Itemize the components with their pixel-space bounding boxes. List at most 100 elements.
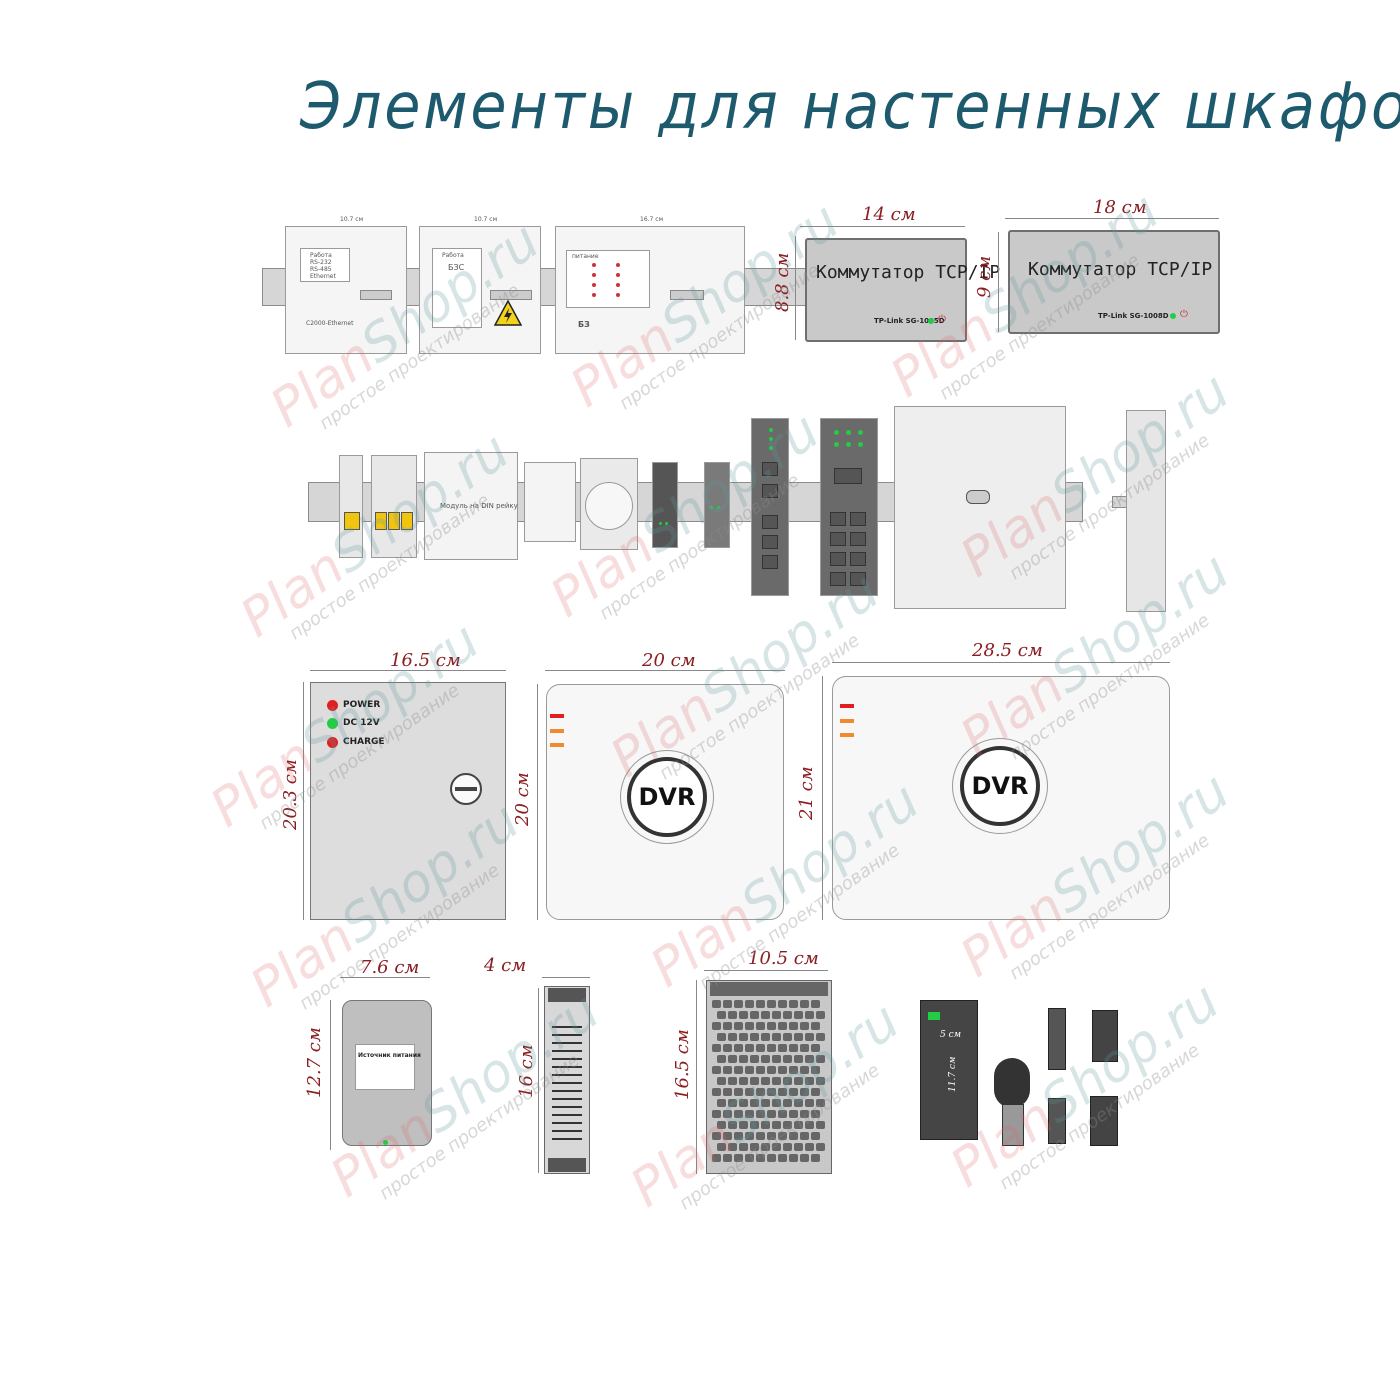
vent-hole: [772, 1033, 781, 1041]
vent-hole: [717, 1121, 726, 1129]
vent-hole: [712, 1044, 721, 1052]
led: [550, 743, 564, 747]
vent-hole: [739, 1077, 748, 1085]
lock-icon: [966, 490, 990, 504]
vent-hole: [734, 1000, 743, 1008]
vent-hole: [816, 1033, 825, 1041]
vent-hole: [734, 1066, 743, 1074]
vent-hole: [800, 1088, 809, 1096]
switch-model: TP-Link SG-1008D: [1098, 312, 1169, 320]
vent-hole: [734, 1022, 743, 1030]
vent-hole: [800, 1132, 809, 1140]
vent-hole: [767, 1088, 776, 1096]
vent-hole: [794, 1011, 803, 1019]
vent-hole: [816, 1077, 825, 1085]
vent-hole: [778, 1110, 787, 1118]
led: [592, 283, 596, 287]
din-relay-module: [424, 452, 518, 560]
vent-hole: [750, 1077, 759, 1085]
vent-hole: [783, 1033, 792, 1041]
vent-hole: [794, 1143, 803, 1151]
dimension-label: 8.8 см: [772, 252, 793, 312]
dimension-label: 9 см: [974, 255, 995, 298]
dimension-label: 20 см: [642, 650, 696, 671]
vent-hole: [772, 1011, 781, 1019]
vent-hole: [789, 1044, 798, 1052]
vent-hole: [739, 1033, 748, 1041]
balun-connector-icon: [1090, 1096, 1118, 1146]
vent-hole: [723, 1022, 732, 1030]
vent-hole: [805, 1033, 814, 1041]
vent-hole: [739, 1011, 748, 1019]
vent-hole: [761, 1033, 770, 1041]
ethernet-port: [850, 552, 866, 566]
vent-hole: [789, 1066, 798, 1074]
vent-hole: [800, 1110, 809, 1118]
vent-hole: [767, 1066, 776, 1074]
led: [616, 273, 620, 277]
vent-hole: [789, 1154, 798, 1162]
switch-label: Коммутатор TCP/IP: [1028, 259, 1213, 280]
dimension-label: 5 см: [940, 1030, 962, 1040]
vent-hole: [767, 1132, 776, 1140]
vent-hole: [750, 1055, 759, 1063]
circuit-breaker-1p: [339, 455, 363, 558]
vent-hole: [739, 1143, 748, 1151]
vent-hole: [756, 1000, 765, 1008]
led: [840, 733, 854, 737]
vent-hole: [789, 1088, 798, 1096]
sfp-port: [834, 468, 862, 484]
vent-hole: [805, 1011, 814, 1019]
vent-hole: [734, 1088, 743, 1096]
dimension-label: 16.5 см: [390, 650, 461, 671]
vent-hole: [778, 1044, 787, 1052]
dvr-logo: DVR: [960, 746, 1040, 826]
dimension-label: 10.5 см: [748, 948, 819, 969]
module-label: Модуль на DIN рейку: [440, 502, 518, 510]
vent-hole: [783, 1143, 792, 1151]
vent-hole: [816, 1121, 825, 1129]
vent-hole: [761, 1011, 770, 1019]
vent-hole: [778, 1154, 787, 1162]
vent-hole: [783, 1055, 792, 1063]
vent-hole: [734, 1044, 743, 1052]
vent-hole: [750, 1099, 759, 1107]
vent-hole: [805, 1055, 814, 1063]
vent-hole: [717, 1011, 726, 1019]
vent-hole: [717, 1055, 726, 1063]
vent-hole: [745, 1066, 754, 1074]
vent-hole: [794, 1055, 803, 1063]
ethernet-port: [762, 535, 778, 549]
circuit-breaker-3p: [371, 455, 417, 558]
vent-hole: [745, 1154, 754, 1162]
vent-hole: [794, 1121, 803, 1129]
charge-led: [327, 737, 338, 748]
page-title: Элементы для настенных шкафов: [300, 70, 1400, 144]
ethernet-port: [830, 552, 846, 566]
vent-hole: [739, 1099, 748, 1107]
power-led: [928, 1012, 940, 1020]
vent-hole: [750, 1011, 759, 1019]
ethernet-port: [762, 515, 778, 529]
vent-hole: [783, 1099, 792, 1107]
vent-hole: [772, 1143, 781, 1151]
led: [592, 293, 596, 297]
dc-connector-icon: [1048, 1098, 1066, 1144]
power-icon: ⏻: [938, 314, 946, 325]
ethernet-port: [762, 555, 778, 569]
vent-hole: [805, 1143, 814, 1151]
vent-hole: [816, 1099, 825, 1107]
vent-hole: [811, 1154, 820, 1162]
vent-hole: [811, 1088, 820, 1096]
vent-hole: [712, 1000, 721, 1008]
vent-hole: [745, 1000, 754, 1008]
vent-hole: [717, 1033, 726, 1041]
switch-model: TP-Link SG-1005D: [874, 317, 945, 325]
socket-icon: [585, 482, 633, 530]
led: [616, 283, 620, 287]
vent-hole: [723, 1132, 732, 1140]
led: [550, 729, 564, 733]
balun-connector-icon: [1092, 1010, 1118, 1062]
vent-hole: [811, 1022, 820, 1030]
